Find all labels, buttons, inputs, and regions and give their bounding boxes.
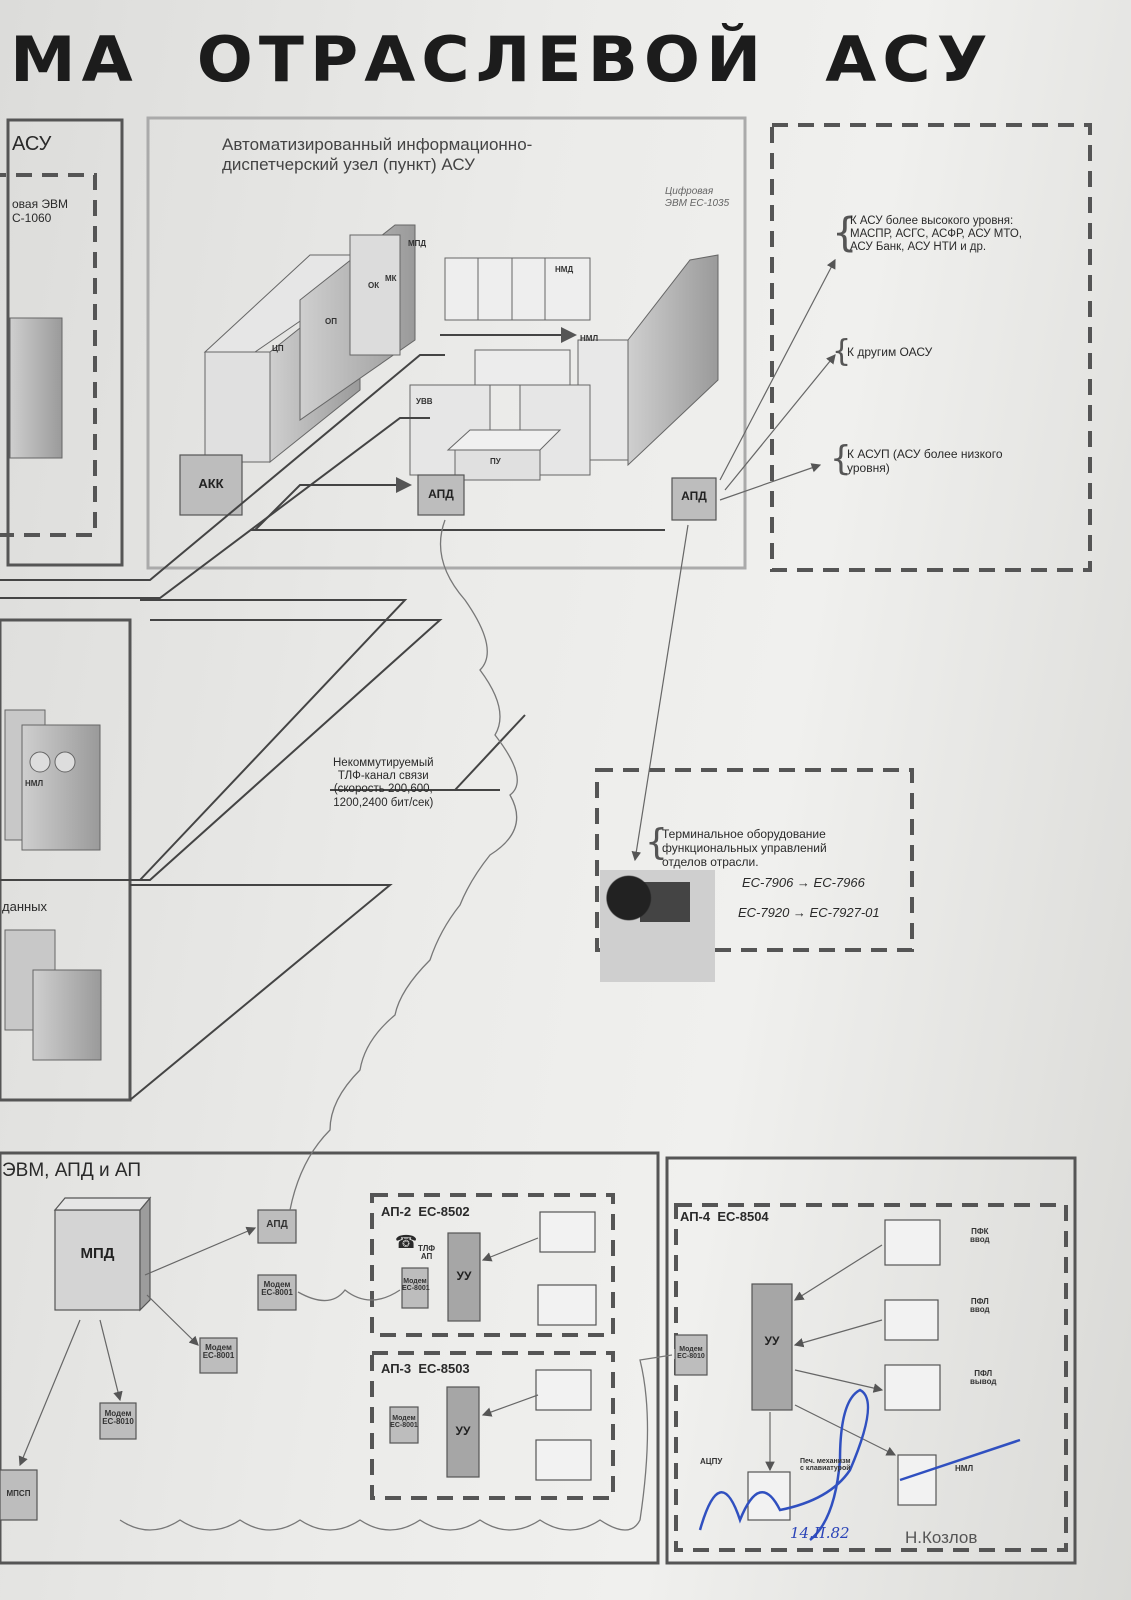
tape-punch-label: ПФЛ вывод [970,1369,997,1387]
apd-unit-2: АПД [681,489,707,503]
ap2-title: АП-2 ЕС-8502 [381,1204,470,1219]
tape-reader-label: ПФЛ ввод [970,1297,990,1315]
other-oasu-label: К другим ОАСУ [847,345,933,359]
higher-level-label: К АСУ более высокого уровня: МАСПР, АСГС… [850,215,1023,254]
left-data-label: данных [2,899,48,914]
brace-icon: { [832,210,858,256]
brace-icon: { [832,334,852,369]
terminal-description: Терминальное оборудование функциональных… [662,827,827,869]
card-reader-label: ПФК ввод [970,1227,990,1245]
cpu-unit: ЦП [272,344,284,353]
io-unit: УВВ [416,397,433,406]
apd-unit-1: АПД [428,487,454,501]
channel-label: Некоммутируемый ТЛФ-канал связи (скорост… [333,757,434,809]
left-panel-title: АСУ [12,133,52,155]
console-unit: ПУ [490,457,501,466]
ap4-dashed-box [674,1203,1068,1552]
center-computer-label: Цифровая ЭВМ ЕС-1035 [665,186,730,209]
center-panel-border [146,116,747,570]
ap4-title: АП-4 ЕС-8504 [680,1209,769,1224]
left-panel-computer: овая ЭВМ С-1060 [12,197,69,225]
ok-unit: ОК [368,281,380,290]
mpd-box: МПД [80,1245,115,1262]
ap4-tape-label: НМЛ [955,1464,974,1473]
brace-icon: { [645,822,668,863]
telephone-icon: ☎ [395,1232,418,1253]
printer-keyboard-label: Печ. механизм с клавиатурой [800,1458,851,1473]
left-middle-panel-border [0,618,132,1102]
author-name: Н.Козлов [905,1528,978,1547]
mpsp-box: МПСП [6,1489,31,1498]
mpd-unit: МПД [408,239,427,248]
apd-box: АПД [266,1219,288,1230]
terminal-model-1: ЕС-7906 → ЕС-7966 [742,875,865,890]
tape-unit: НМЛ [580,334,599,343]
ap2-control-unit: УУ [456,1269,472,1283]
left-dashed-box [0,173,97,537]
terminal-dashed-box [595,768,914,952]
terminal-model-2: ЕС-7920 → ЕС-7927-01 [738,905,880,920]
phone-channel-line [289,519,518,1211]
modem-box: Модем ЕС-8010 [102,1409,134,1427]
ap2-phone-label: ТЛФ АП [418,1244,436,1262]
ap4-control-unit: УУ [764,1334,780,1348]
poster-title: МА ОТРАСЛЕВОЙ АСУ [10,22,994,97]
left-panel-border [6,118,124,567]
memory-unit: ОП [325,317,337,326]
ap2-dashed-box [370,1193,615,1337]
signature-scribble [698,1388,1021,1541]
lower-level-label: К АСУП (АСУ более низкого уровня) [847,447,1003,475]
akk-unit: АКК [198,476,224,491]
center-panel-title: Автоматизированный информационно- диспет… [222,135,533,174]
ap3-control-unit: УУ [455,1424,471,1438]
ap4-modem: Модем ЕС-8010 [677,1346,705,1361]
ap3-title: АП-3 ЕС-8503 [381,1361,470,1376]
disk-unit: НМД [555,265,574,274]
signature-date: 14.II.82 [790,1524,850,1542]
ap3-modem: Модем ЕС-8001 [390,1415,418,1430]
modem-box: Модем ЕС-8001 [261,1280,293,1298]
brace-icon: { [830,439,852,479]
operator-photo [600,870,715,982]
bottom-left-panel-border [0,1151,660,1565]
ap2-modem: Модем ЕС-8001 [402,1278,430,1293]
left-tape-unit: НМЛ [25,779,44,788]
bottom-left-title: ЭВМ, АПД и АП [2,1160,141,1181]
bottom-right-panel-border [665,1156,1077,1565]
mk-unit: МК [385,274,397,283]
modem-box: Модем ЕС-8001 [202,1343,235,1361]
right-dashed-box [770,123,1092,572]
ap3-dashed-box [370,1351,615,1500]
line-printer-label: АЦПУ [700,1457,723,1466]
